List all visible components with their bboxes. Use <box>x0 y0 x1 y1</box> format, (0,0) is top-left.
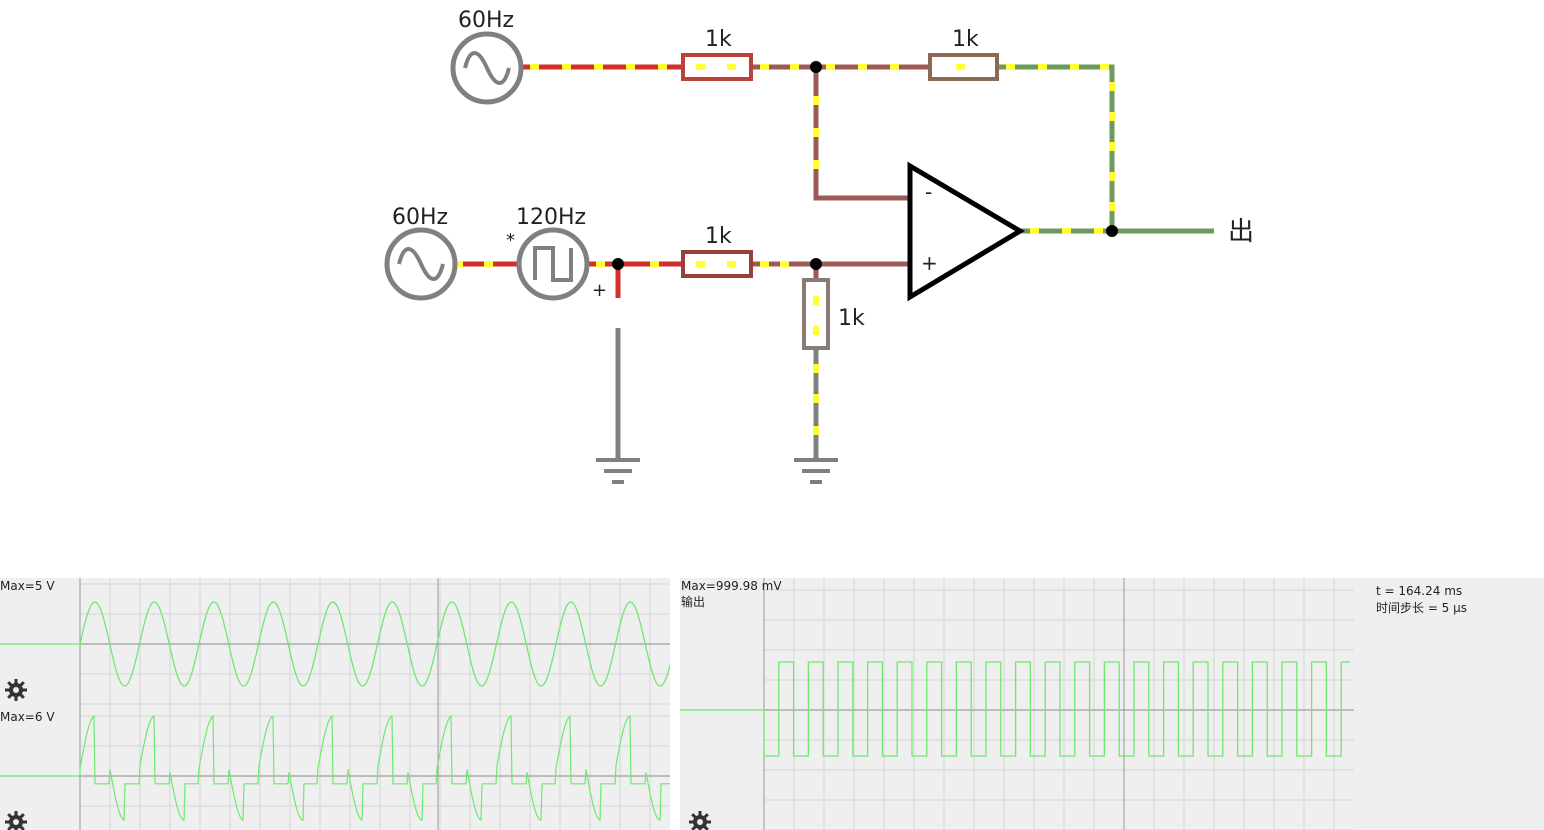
scope-panel-1[interactable]: Max=5 V <box>0 578 670 708</box>
ac-source-top[interactable] <box>450 31 524 105</box>
resistor-noninv-input[interactable] <box>681 250 753 278</box>
source-bottom-square-label: 120Hz <box>516 205 586 230</box>
plus-marker: + <box>592 280 607 301</box>
gear-icon[interactable] <box>4 810 28 830</box>
opamp-minus-label: - <box>925 180 932 204</box>
scope-1-max-label: Max=5 V <box>0 579 55 593</box>
opamp[interactable] <box>907 161 1025 302</box>
output-label: 出 <box>1228 217 1254 247</box>
scope-2-max-label: Max=6 V <box>0 710 55 724</box>
wire-inverting-input[interactable] <box>813 67 910 201</box>
wire-feedback[interactable] <box>997 64 1115 231</box>
scope-1-trace <box>0 601 670 687</box>
scope-1-plot <box>0 578 670 708</box>
scope-3-name-label: 输出 <box>681 595 706 609</box>
opamp-plus-label: + <box>921 251 938 275</box>
scope-panel-3[interactable]: Max=999.98 mV 输出 <box>680 578 1354 830</box>
sim-timestep: 时间步长 = 5 µs <box>1376 601 1468 615</box>
scope-grid <box>0 708 670 830</box>
scope-grid <box>680 578 1354 830</box>
ground-right[interactable] <box>794 458 838 484</box>
resistor-to-ground[interactable] <box>802 278 830 350</box>
junction-nodes <box>612 61 1118 270</box>
scope-3-trace <box>680 661 1350 757</box>
resistor-to-ground-label: 1k <box>838 306 865 331</box>
ac-source-bottom-sine[interactable] <box>384 227 458 301</box>
sine-wave-icon <box>463 51 511 85</box>
gear-icon[interactable] <box>688 810 712 830</box>
ground-left[interactable] <box>596 458 640 484</box>
scope-2-plot <box>0 708 670 830</box>
resistor-noninv-input-label: 1k <box>705 224 732 249</box>
multiply-marker: * <box>506 230 515 251</box>
resistor-feedback-label: 1k <box>952 27 979 52</box>
resistor-top-left-label: 1k <box>705 27 732 52</box>
source-bottom-sine-label: 60Hz <box>392 205 448 230</box>
scope-2-trace <box>0 715 670 822</box>
square-source-bottom[interactable] <box>516 227 590 301</box>
circuit-canvas[interactable]: - + 60Hz 60Hz 120Hz * + 1k 1k 1k 1k 出 <box>0 0 1544 520</box>
square-wave-icon <box>533 246 573 282</box>
source-top-label: 60Hz <box>458 8 514 33</box>
sine-wave-icon <box>397 247 445 281</box>
scope-panel-2[interactable]: Max=6 V <box>0 708 670 830</box>
scope-3-max-label: Max=999.98 mV <box>681 579 782 593</box>
resistor-top-left[interactable] <box>681 53 753 81</box>
scope-3-plot <box>680 578 1354 830</box>
sim-time: t = 164.24 ms <box>1376 584 1463 598</box>
scope-grid <box>0 578 670 708</box>
info-panel: t = 164.24 ms 时间步长 = 5 µs <box>1354 578 1544 830</box>
gear-icon[interactable] <box>4 678 28 702</box>
